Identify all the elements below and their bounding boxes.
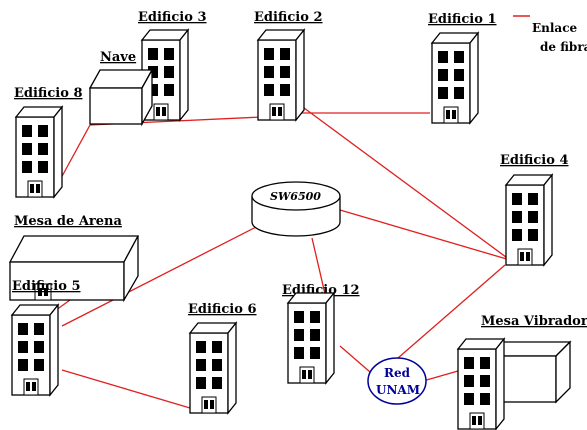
- nave-body: [89, 87, 143, 125]
- label-edificio-5: Edificio 5: [12, 279, 81, 294]
- link-red-mesavibradora: [422, 370, 459, 382]
- link-nave-edificio8: [59, 124, 91, 181]
- link-edificio5-edificio6: [61, 369, 191, 409]
- label-mesa-de-arena: Mesa de Arena: [14, 214, 122, 229]
- label-nave: Nave: [100, 50, 136, 65]
- mesa-arena-body: [9, 261, 125, 301]
- mesa-arena-roof: [8, 235, 140, 263]
- label-edificio-8: Edificio 8: [14, 86, 83, 101]
- building-edificio-2: Edificio 2: [254, 10, 323, 121]
- label-edificio-2: Edificio 2: [254, 10, 323, 25]
- switch-sw6500: SW6500: [251, 181, 341, 237]
- mesa-arena-side: [123, 235, 139, 303]
- label-edificio-1: Edificio 1: [428, 12, 497, 27]
- building-mesa-de-arena: Mesa de Arena: [8, 214, 140, 303]
- red-unam: Red UNAM: [367, 357, 427, 405]
- building-edificio-3: Edificio 3: [138, 10, 207, 121]
- link-sw-edificio12: [311, 237, 326, 295]
- mesa-vibradora-annex-side: [555, 340, 571, 404]
- label-mesa-vibradora: Mesa Vibradora: [481, 314, 587, 329]
- building-edificio-6: Edificio 6: [188, 302, 257, 414]
- building-edificio-4: Edificio 4: [500, 153, 569, 266]
- legend-text-2: de fibra: [540, 40, 587, 54]
- nave-roof: [88, 69, 154, 89]
- link-edificio2-edificio4: [299, 104, 511, 261]
- link-edificio12-red: [339, 345, 371, 373]
- red-unam-ellipse: [367, 357, 427, 405]
- link-sw-edificio5: [61, 224, 261, 327]
- legend: Enlace de fibra: [513, 15, 587, 54]
- building-edificio-5: Edificio 5: [11, 279, 81, 396]
- label-edificio-3: Edificio 3: [138, 10, 207, 25]
- switch-label: SW6500: [270, 190, 321, 203]
- switch-top: [251, 181, 341, 211]
- label-edificio-4: Edificio 4: [500, 153, 569, 168]
- building-edificio-8: Edificio 8: [14, 86, 83, 198]
- building-nave: Nave: [88, 50, 154, 127]
- building-mesa-vibradora: Mesa Vibradora: [457, 314, 587, 430]
- legend-text-1: Enlace: [532, 21, 578, 35]
- link-sw-edificio4: [339, 209, 511, 261]
- link-red-edificio4: [397, 264, 506, 359]
- building-edificio-1: Edificio 1: [428, 12, 497, 124]
- building-edificio-12: Edificio 12: [282, 283, 360, 384]
- nave-side: [141, 67, 153, 127]
- red-unam-line2: UNAM: [376, 383, 420, 397]
- label-edificio-6: Edificio 6: [188, 302, 257, 317]
- red-unam-line1: Red: [384, 366, 411, 380]
